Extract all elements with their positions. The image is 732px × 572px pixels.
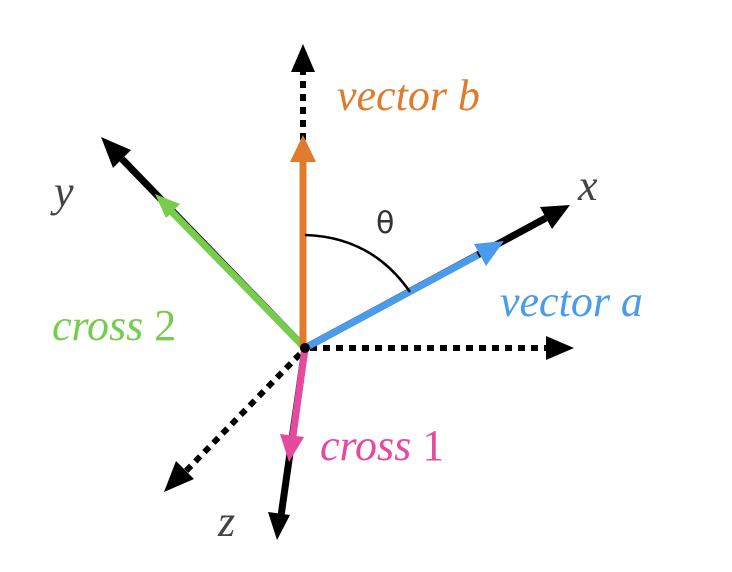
cross-1-label: cross 1 <box>320 421 444 470</box>
z-axis-label: z <box>217 497 235 546</box>
cross-2-number: 2 <box>154 301 176 350</box>
angle-label: θ <box>376 206 394 241</box>
cross-1-word: cross <box>320 421 411 470</box>
cross-1-line <box>289 347 309 437</box>
x-axis-label: x <box>577 161 598 210</box>
y-axis-label: y <box>50 167 74 216</box>
cross-2-word: cross <box>52 301 143 350</box>
vector-b-arrowhead <box>290 135 316 162</box>
angle-arc <box>304 233 412 293</box>
dashed-projection-right-arrowhead <box>546 336 574 360</box>
vector-a-arrowhead <box>474 241 504 266</box>
origin-point <box>300 343 310 353</box>
z-axis-arrowhead <box>268 512 290 540</box>
cross-2-line <box>168 208 308 351</box>
vector-a-label: vector a <box>500 277 643 326</box>
dashed-projection-down-left <box>182 351 303 475</box>
cross-1-number: 1 <box>422 421 444 470</box>
cross-2-label: cross 2 <box>52 301 176 350</box>
vector-a-line <box>303 251 480 352</box>
dashed-projection-down-left-arrowhead <box>164 461 194 492</box>
y-axis-arrowhead <box>101 137 131 168</box>
vector-b-label: vector b <box>337 71 480 120</box>
x-axis-arrowhead <box>540 205 570 229</box>
cross-1-arrowhead <box>280 434 304 462</box>
dashed-projection-up-arrowhead <box>291 44 315 72</box>
cross-2-arrowhead <box>155 194 180 218</box>
